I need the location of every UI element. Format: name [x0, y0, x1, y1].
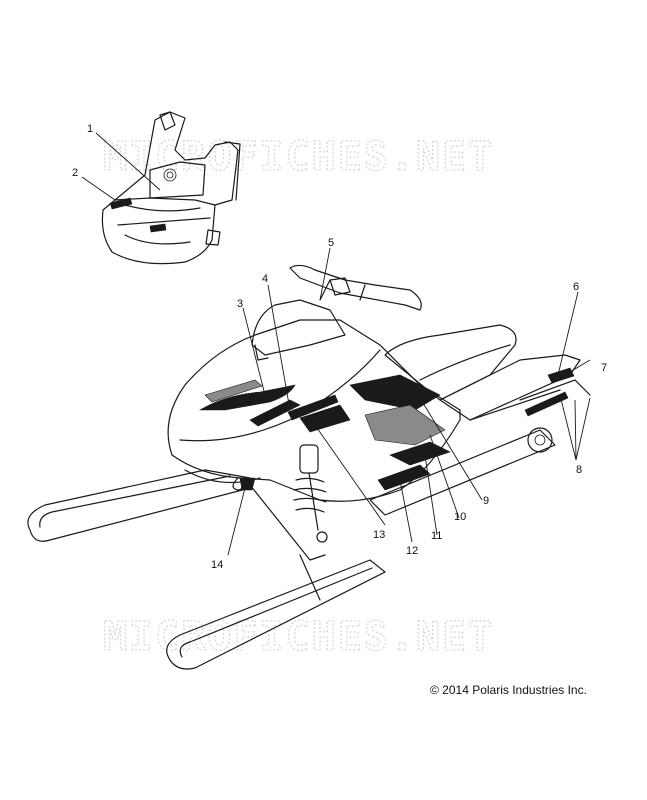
callout-11: 11 [431, 530, 442, 542]
callout-10: 10 [454, 511, 466, 523]
windshield [251, 299, 346, 356]
watermark-top: MICROFICHES.NET [103, 134, 494, 180]
callout-14: 14 [211, 559, 223, 571]
callout-8: 8 [576, 464, 582, 476]
decal-10 [364, 404, 446, 446]
callout-labels: 1 2 3 4 5 6 7 8 9 10 11 12 13 14 [72, 123, 607, 571]
leader-lines [81, 132, 591, 556]
decal-6 [547, 367, 575, 384]
callout-12: 12 [406, 545, 418, 557]
snowmobile-main [27, 264, 591, 670]
copyright-text: © 2014 Polaris Industries Inc. [430, 683, 587, 697]
decals [198, 367, 575, 491]
decal-12 [377, 464, 431, 491]
tunnel [439, 354, 581, 421]
decal-hood-stripe [204, 379, 263, 403]
decal-side-1 [299, 404, 351, 433]
callout-13: 13 [373, 529, 385, 541]
decal-inset-1 [109, 197, 133, 210]
callout-2: 2 [72, 167, 78, 179]
handlebars [289, 264, 422, 311]
track [369, 429, 556, 516]
seat [384, 324, 517, 401]
decal-13 [287, 394, 339, 421]
ski-right [166, 559, 386, 670]
decal-8 [524, 391, 569, 417]
decal-inset-2 [149, 223, 167, 233]
callout-4: 4 [262, 273, 268, 285]
callout-9: 9 [483, 495, 489, 507]
ski-left [27, 469, 251, 542]
shock-absorber [293, 444, 328, 543]
callout-3: 3 [237, 298, 243, 310]
decal-9 [349, 374, 441, 411]
callout-6: 6 [573, 281, 579, 293]
decal-14 [239, 477, 256, 491]
callout-5: 5 [328, 237, 334, 249]
decal-4 [249, 399, 301, 427]
callout-7: 7 [601, 362, 607, 374]
decal-11 [389, 441, 451, 466]
callout-1: 1 [87, 123, 93, 135]
inset-console-assembly [101, 111, 241, 265]
decal-3 [198, 384, 296, 411]
watermark-bottom: MICROFICHES.NET [103, 614, 494, 660]
